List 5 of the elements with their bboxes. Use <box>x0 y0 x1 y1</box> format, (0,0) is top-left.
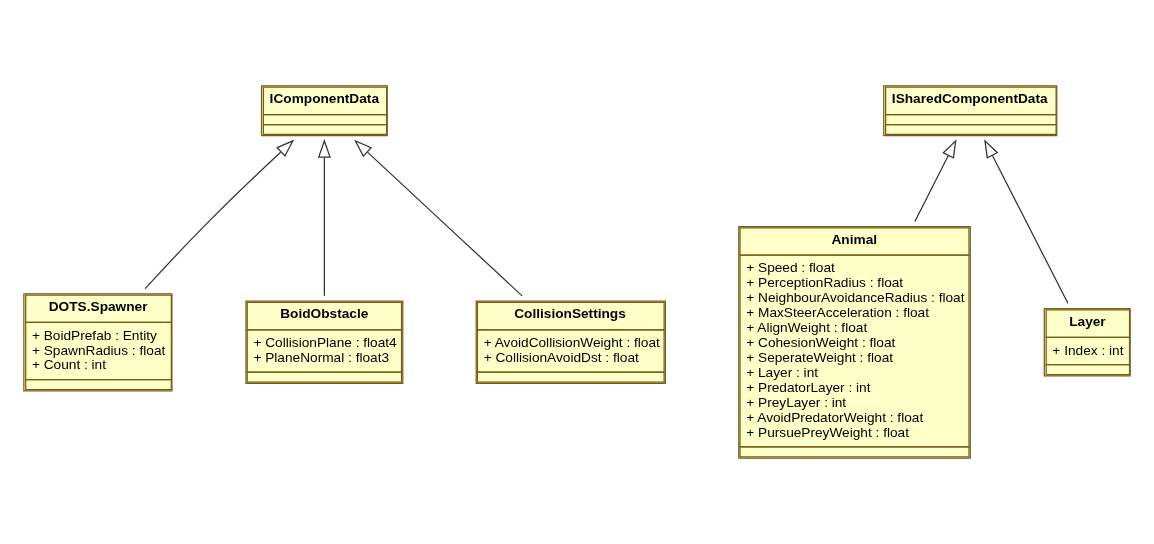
arrow <box>144 139 295 290</box>
arrow <box>317 139 331 297</box>
arrow <box>914 139 957 223</box>
arrow <box>984 139 1069 304</box>
arrow <box>354 139 523 297</box>
